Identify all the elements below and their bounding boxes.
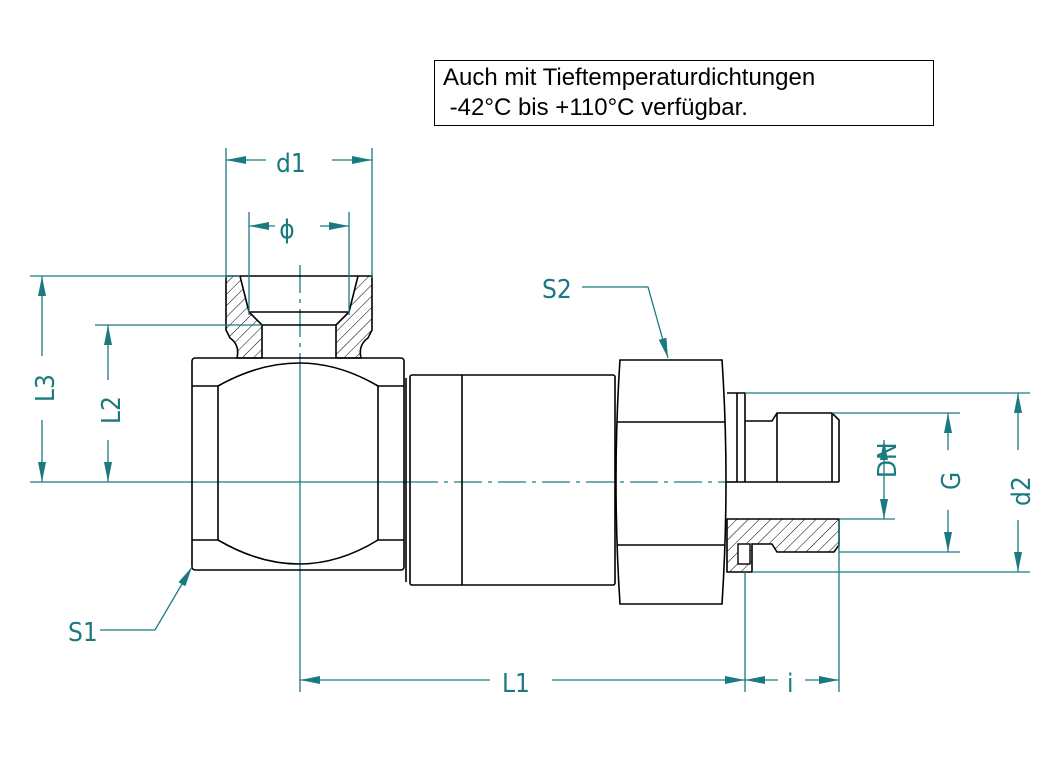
union-nut (405, 374, 616, 586)
hex-nut (615, 359, 727, 605)
label-DN: DN (873, 442, 903, 478)
label-i: i (787, 669, 794, 699)
note-line-1: Auch mit Tieftemperaturdichtungen (443, 64, 816, 91)
label-diameter: ϕ (279, 215, 294, 245)
label-d1: d1 (276, 149, 306, 179)
label-L2: L2 (97, 396, 127, 424)
note-box: Auch mit Tieftemperaturdichtungen -42°C … (434, 60, 934, 126)
dimension-lines (30, 148, 1030, 692)
label-S2: S2 (542, 275, 572, 305)
top-port (225, 275, 373, 359)
connector-spigot (726, 392, 840, 573)
label-L1: L1 (502, 669, 530, 699)
label-L3: L3 (31, 374, 61, 402)
tee-body (191, 357, 405, 571)
label-G: G (937, 472, 967, 490)
note-line-2: -42°C bis +110°C verfügbar. (443, 94, 748, 121)
centerlines (30, 265, 735, 692)
label-d2: d2 (1007, 476, 1037, 506)
label-S1: S1 (68, 618, 98, 648)
